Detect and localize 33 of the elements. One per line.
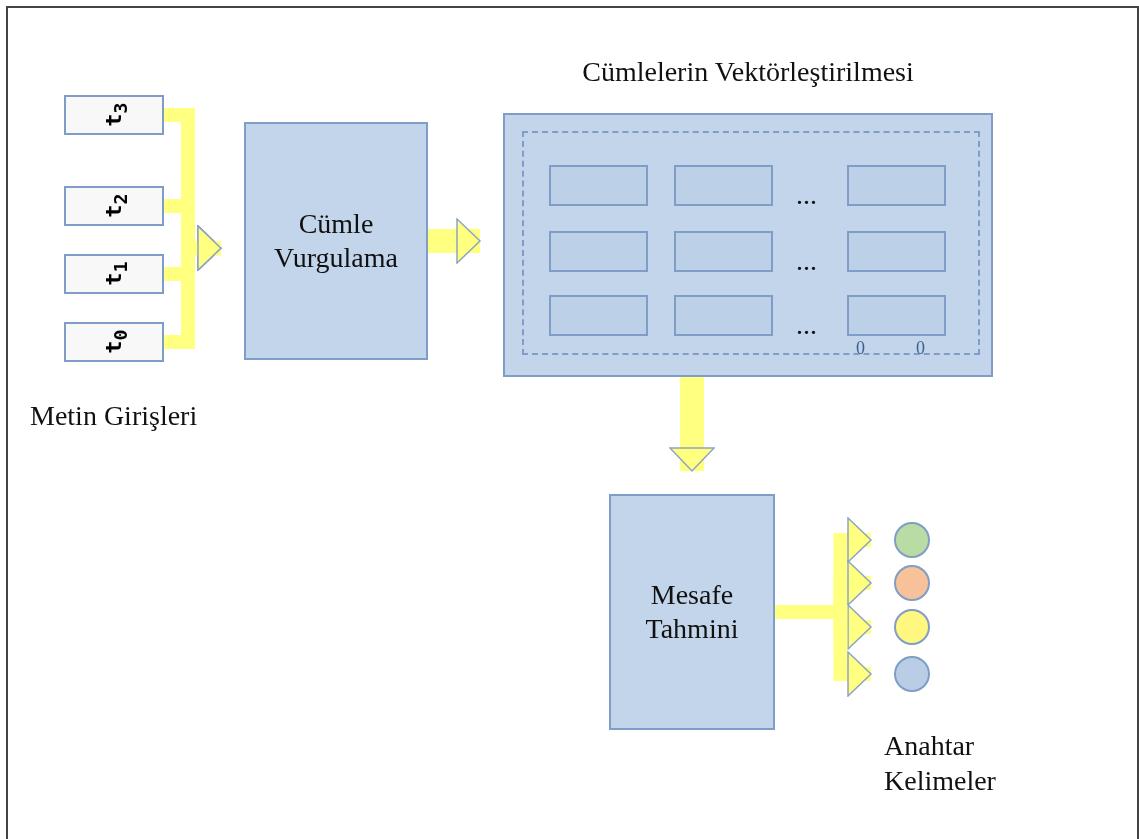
input-box [64, 254, 164, 294]
vector-cell [847, 295, 946, 336]
vector-cell [847, 165, 946, 206]
block-arrow [428, 218, 481, 264]
vector-cell [674, 165, 773, 206]
caption: Anahtar Kelimeler [884, 729, 997, 798]
panel-heading: Cümlelerin Vektörleştirilmesi [581, 55, 915, 89]
process-label: Mesafe Tahmini [644, 578, 740, 646]
ellipsis: ... [796, 308, 818, 342]
input-box [64, 322, 164, 362]
ellipsis: ... [796, 244, 818, 278]
input-box [64, 95, 164, 135]
vector-cell [549, 165, 648, 206]
block-arrow [669, 377, 715, 472]
keyword-circle [894, 609, 930, 645]
caption: Metin Girişleri [30, 399, 199, 433]
vector-cell [847, 231, 946, 272]
keyword-circle [894, 656, 930, 692]
vector-cell [674, 295, 773, 336]
vector-cell [674, 231, 773, 272]
process-box [609, 494, 775, 730]
process-label: Cümle Vurgulama [273, 207, 399, 275]
vector-cell [549, 295, 648, 336]
block-arrow [164, 225, 222, 349]
input-box [64, 186, 164, 226]
process-box [244, 122, 428, 360]
keyword-circle [894, 565, 930, 601]
digit-label: 0 [856, 337, 866, 360]
digit-label: 0 [916, 337, 926, 360]
keyword-circle [894, 522, 930, 558]
vector-cell [549, 231, 648, 272]
dashed-frame [522, 131, 980, 355]
ellipsis: ... [796, 178, 818, 212]
